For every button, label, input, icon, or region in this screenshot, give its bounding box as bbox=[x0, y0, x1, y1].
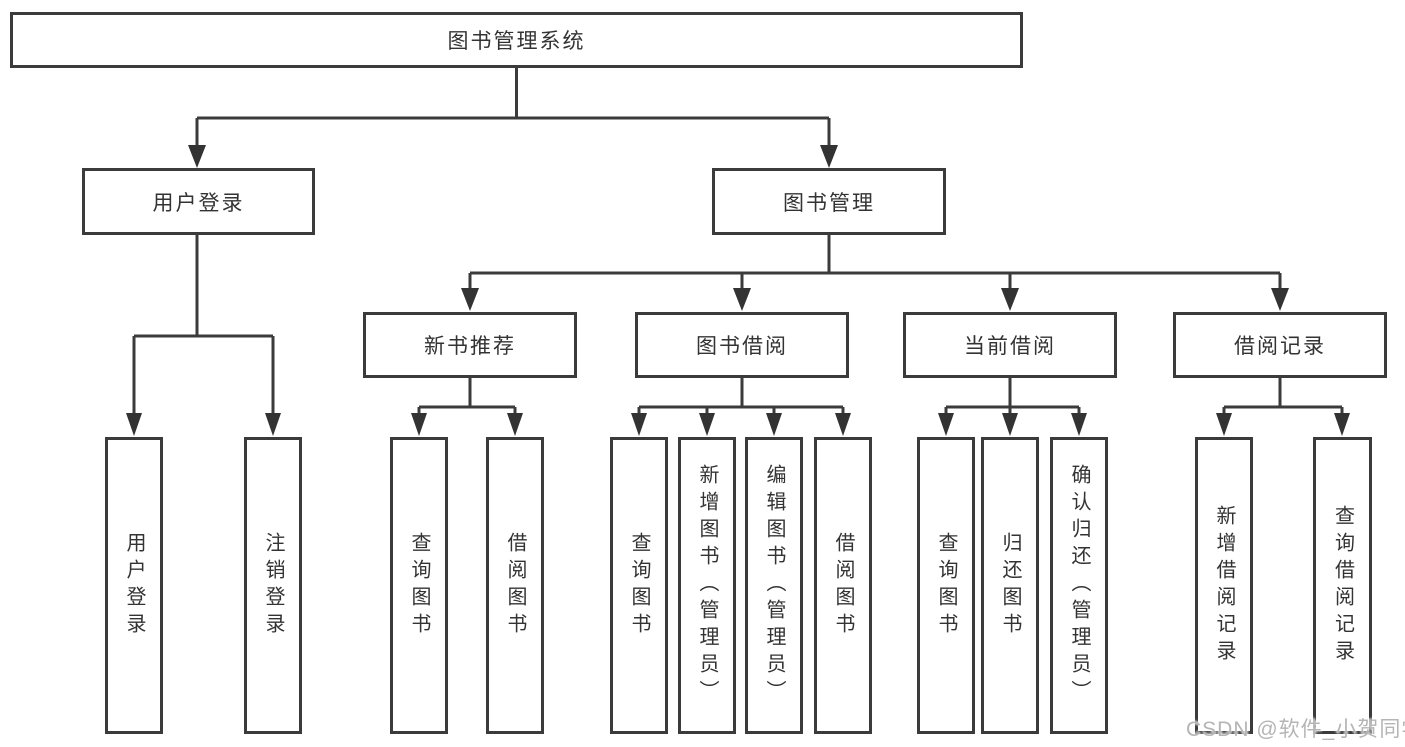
leaf-user-login-label: 用户登录 bbox=[123, 531, 145, 640]
leaf-records-query-label: 查询借阅记录 bbox=[1331, 504, 1354, 667]
arrowheads bbox=[126, 145, 1350, 436]
leaf-borrow-edit-label: 编辑图书（管理员） bbox=[763, 464, 785, 707]
leaf-records-add-label: 新增借阅记录 bbox=[1213, 504, 1235, 667]
connector-new-books bbox=[417, 378, 517, 418]
node-user-login: 用户登录 bbox=[82, 168, 315, 235]
csdn-watermark: CSDN @软件_小贺同学 bbox=[1186, 718, 1405, 741]
node-root: 图书管理系统 bbox=[10, 12, 1023, 68]
node-book-mgmt: 图书管理 bbox=[712, 168, 946, 235]
leaf-logout-label: 注销登录 bbox=[262, 531, 284, 640]
connector-current-borrow bbox=[944, 378, 1081, 418]
connector-root bbox=[195, 68, 831, 150]
leaf-borrow-borrow: 借阅图书 bbox=[814, 437, 872, 734]
node-book-borrow: 图书借阅 bbox=[635, 312, 849, 378]
leaf-newbooks-query-label: 查询图书 bbox=[408, 531, 430, 640]
leaf-current-confirm: 确认归还（管理员） bbox=[1050, 437, 1108, 734]
node-new-books: 新书推荐 bbox=[363, 312, 577, 378]
leaf-borrow-add-label: 新增图书（管理员） bbox=[696, 464, 718, 707]
leaf-borrow-query: 查询图书 bbox=[610, 437, 668, 734]
node-borrow-records-label: 借阅记录 bbox=[1234, 335, 1326, 358]
leaf-borrow-query-label: 查询图书 bbox=[628, 531, 650, 640]
leaf-logout: 注销登录 bbox=[244, 437, 302, 734]
leaf-borrow-borrow-label: 借阅图书 bbox=[832, 531, 854, 640]
leaf-user-login: 用户登录 bbox=[105, 437, 163, 734]
node-current-borrow: 当前借阅 bbox=[903, 312, 1117, 378]
leaf-records-add: 新增借阅记录 bbox=[1195, 437, 1253, 734]
node-current-borrow-label: 当前借阅 bbox=[964, 335, 1056, 358]
leaf-current-query: 查询图书 bbox=[917, 437, 975, 734]
node-user-login-label: 用户登录 bbox=[152, 191, 245, 215]
leaf-newbooks-query: 查询图书 bbox=[390, 437, 448, 734]
leaf-current-return: 归还图书 bbox=[981, 437, 1039, 734]
connector-book-borrow bbox=[637, 378, 845, 418]
node-root-label: 图书管理系统 bbox=[447, 30, 586, 53]
connector-book-mgmt bbox=[468, 235, 1282, 293]
leaf-borrow-edit: 编辑图书（管理员） bbox=[745, 437, 803, 734]
connector-borrow-records bbox=[1222, 378, 1344, 418]
leaf-records-query: 查询借阅记录 bbox=[1313, 437, 1372, 734]
leaf-newbooks-borrow-label: 借阅图书 bbox=[504, 531, 526, 640]
leaf-current-query-label: 查询图书 bbox=[935, 531, 957, 640]
node-book-borrow-label: 图书借阅 bbox=[696, 335, 788, 358]
node-book-mgmt-label: 图书管理 bbox=[783, 191, 875, 215]
leaf-newbooks-borrow: 借阅图书 bbox=[486, 437, 544, 734]
leaf-current-return-label: 归还图书 bbox=[999, 531, 1021, 640]
leaf-borrow-add: 新增图书（管理员） bbox=[678, 437, 736, 734]
node-borrow-records: 借阅记录 bbox=[1173, 312, 1387, 378]
leaf-current-confirm-label: 确认归还（管理员） bbox=[1068, 464, 1090, 707]
connector-user-login bbox=[132, 235, 275, 418]
node-new-books-label: 新书推荐 bbox=[424, 335, 516, 358]
